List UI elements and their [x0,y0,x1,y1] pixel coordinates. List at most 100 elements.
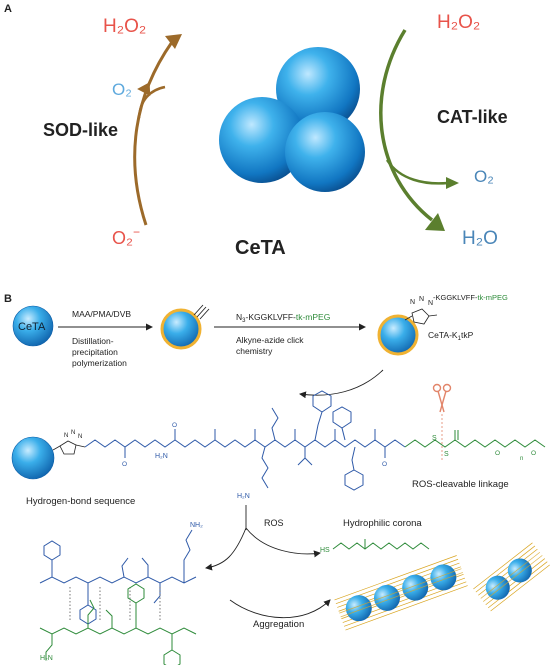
ceta-sphere-top [276,47,360,131]
fiber-sphere-2 [373,584,400,611]
ros-to-corona-arrow [245,527,321,558]
superoxide-base: O₂ [112,228,133,248]
h2o2-right-label: H₂O₂ [437,12,480,33]
alkyne-group [193,304,210,320]
fiber-bundle-short [473,542,550,612]
nh2-structure: H₂N [237,493,250,500]
fiber-sphere-3 [402,574,429,601]
s-label-2: S [444,451,449,458]
beta-sheet-bottom-strand [39,583,197,665]
product-name-sub: 1 [458,336,462,342]
cat-branch-arrow [385,159,449,185]
ceta-core-sphere [12,305,54,347]
product-sphere [377,314,419,356]
h2n-structure: H₂N [155,453,168,460]
step2-reagent: N3-KGGKLVFF-tk-mPEG [236,312,330,324]
s-label-1: S [432,435,437,442]
scissors-icon [432,383,452,413]
hs-peg-chain [332,542,430,550]
step2-line2: Alkyne-azide click [236,335,304,345]
superoxide-label: O₂− [112,225,140,248]
structure-triazole-n3: N [78,434,82,440]
o-label-1: O [122,461,127,468]
fiber-sphere-4 [430,564,457,591]
nh2-sheet-top: NH₂ [190,522,203,529]
ceta-label: CeTA [235,237,286,259]
valine-branch [304,457,313,466]
peptide-backbone [84,439,406,448]
product-triazole-n3: N [428,300,433,307]
sod-like-label: SOD-like [43,120,118,140]
hydrophilic-corona-label: Hydrophilic corona [343,518,422,529]
fiber-sphere-5 [485,575,510,600]
product-triazole-n1: N [410,299,415,306]
step1-reagents: MAA/PMA/DVB [72,309,131,319]
fiber-bundle-long [334,555,468,631]
aggregation-arrow [229,599,331,619]
hs-label: HS [320,547,330,554]
product-name: CeTA-K1tkP [428,330,474,342]
ceta-sphere-right [285,112,365,192]
ros-label: ROS [264,518,284,528]
peg-n-sub: n [520,456,523,462]
fiber-sphere-1 [345,595,372,622]
product-triazole-n2: N [419,296,424,303]
o2-right-label: O₂ [474,167,494,186]
sod-branch-arrow [137,85,166,119]
aggregation-label: Aggregation [253,619,304,630]
cat-main-arrow [379,29,434,222]
peg-o-2: O [531,450,536,457]
step2-azide-sub: 3 [242,318,246,324]
phe2-ring [344,469,364,491]
o2-left-label: O₂ [112,80,132,99]
phe1-linker [314,411,323,441]
product-peg: tk-mPEG [477,293,508,302]
lysine-side-chain [261,446,269,489]
carbonyl-groups [124,429,386,458]
product-name-prefix: CeTA-K [428,330,458,340]
coated-sphere [160,308,202,350]
structure-triazole-n1: N [64,433,68,439]
o-label-2: O [172,422,177,429]
valine-side-chain [297,447,306,466]
hydrogen-bonds [69,587,161,622]
product-triazole [404,308,438,325]
phe1-ring [312,390,332,413]
phe2-linker [351,446,356,471]
step2-peptide: -KGGKLVFF- [245,312,296,322]
h2o-right-label: H₂O [462,228,498,249]
fiber-sphere-6 [507,558,532,583]
ceta-cluster [219,47,365,192]
peg-o-1: O [495,450,500,457]
zoom-arrow [299,369,384,399]
sod-arrow-head [165,34,182,49]
structure-sphere [11,436,55,480]
structure-triazole [52,440,86,455]
peg-chain [404,439,546,448]
ros-to-sheet-arrow [205,527,247,571]
beta-sheet-top-strand [39,529,197,625]
phe3-ring [332,406,352,429]
panel-b-label: B [4,293,12,305]
phe3-linker [341,427,346,441]
sod-main-arrow [133,41,174,226]
step1-line4: polymerization [72,358,127,368]
o-label-3: O [382,461,387,468]
hydrogen-bond-label: Hydrogen-bond sequence [26,496,135,507]
step2-azide-n: N [236,312,242,322]
cat-main-head [425,213,445,231]
ros-cleavable-label: ROS-cleavable linkage [412,479,509,490]
cat-branch-head [446,177,459,189]
h2o2-left-label: H₂O₂ [103,16,146,37]
step2-line3: chemistry [236,346,273,356]
product-chain: -KGGKLVFF-tk-mPEG [433,293,508,302]
product-peptide: -KGGKLVFF- [433,293,478,302]
step1-line2: Distillation- [72,336,114,346]
step2-peg: tk-mPEG [296,312,330,322]
sod-branch-head [137,82,151,96]
ceta-core-label: CeTA [18,321,46,333]
cat-like-label: CAT-like [437,107,508,127]
step1-line3: precipitation [72,347,118,357]
panel-a-label: A [4,3,12,15]
